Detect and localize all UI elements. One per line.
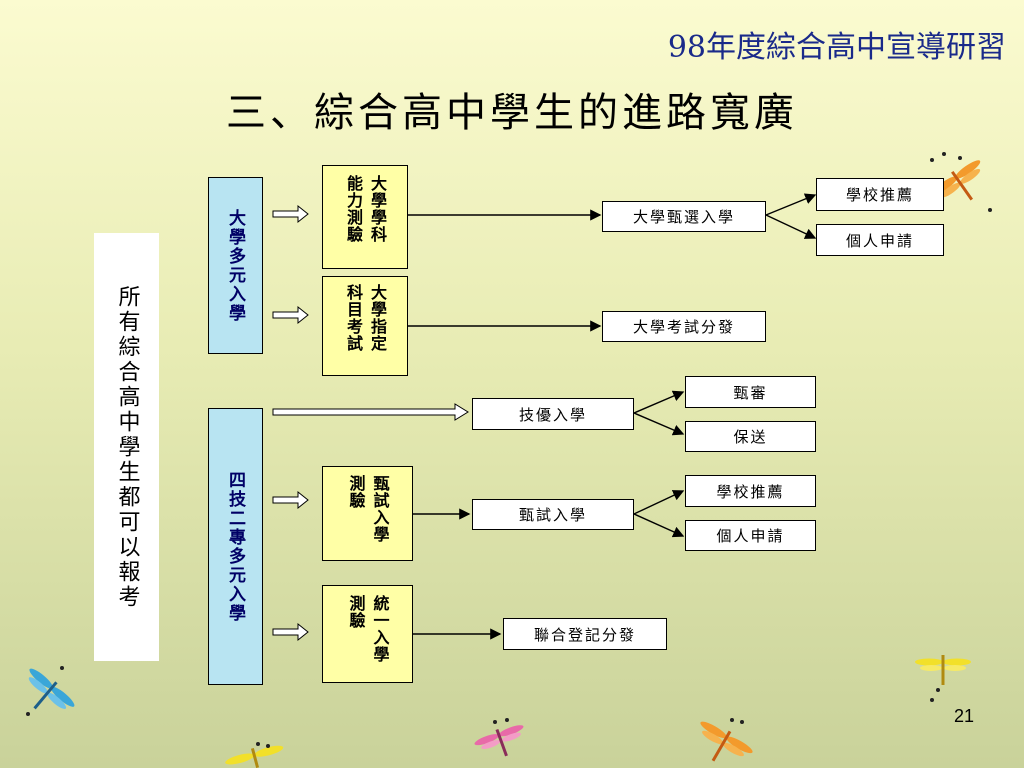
unified-test-label: 統一入學測驗 [346,595,390,663]
school-recommend-box: 學校推薦 [816,178,944,211]
university-selection-label: 大學甄選入學 [632,208,735,226]
university-multi-entry-box: 大學多元入學 [208,177,263,354]
dragonfly-icon [26,666,75,716]
exam-distribution-label: 大學考試分發 [632,318,735,336]
all-students-label-box: 所有綜合高中學生都可以報考 [94,233,159,661]
selection-admission-label: 甄試入學 [518,506,587,524]
tech-multi-entry-box: 四技二專多元入學 [208,408,263,685]
university-selection-box: 大學甄選入學 [602,201,766,232]
guaranteed-label: 保送 [733,428,768,446]
hollow-arrow-icon [272,204,469,642]
selection-test-box: 甄試入學測驗 [322,466,413,561]
page-title: 三、綜合高中學生的進路寬廣 [226,90,798,136]
skill-admission-box: 技優入學 [472,398,634,430]
selection-admission-box: 甄試入學 [472,499,634,530]
dragonfly-icon [474,718,524,757]
joint-registration-box: 聯合登記分發 [503,618,667,650]
exam-distribution-box: 大學考試分發 [602,311,766,342]
school-recommend-label: 學校推薦 [845,186,914,204]
page-number: 21 [953,706,974,726]
guaranteed-box: 保送 [685,421,816,452]
tech-personal-application-box: 個人申請 [685,520,816,551]
gsat-box: 大學學科能力測驗 [322,165,408,269]
gsat-label: 大學學科能力測驗 [344,175,387,243]
dragonfly-icon [915,655,971,702]
review-box: 甄審 [685,376,816,408]
personal-application-box: 個人申請 [816,224,944,256]
dragonfly-icon [700,718,753,762]
ast-box: 大學指定科目考試 [322,276,408,376]
dragonfly-icon [225,742,284,768]
university-multi-entry-label: 大學多元入學 [225,208,245,323]
unified-test-box: 統一入學測驗 [322,585,413,683]
tech-personal-application-label: 個人申請 [716,527,785,545]
tech-school-recommend-label: 學校推薦 [716,482,785,501]
selection-test-label: 甄試入學測驗 [346,474,390,543]
tech-school-recommend-box: 學校推薦 [685,475,816,507]
all-students-label: 所有綜合高中學生都可以報考 [114,284,140,610]
tech-multi-entry-label: 四技二專多元入學 [225,470,245,623]
skill-admission-label: 技優入學 [518,405,587,424]
joint-registration-label: 聯合登記分發 [533,625,636,644]
review-label: 甄審 [733,383,768,402]
personal-application-label: 個人申請 [845,231,914,250]
ast-label: 大學指定科目考試 [344,284,387,352]
header-title: 98年度綜合高中宣導研習 [667,30,1006,65]
